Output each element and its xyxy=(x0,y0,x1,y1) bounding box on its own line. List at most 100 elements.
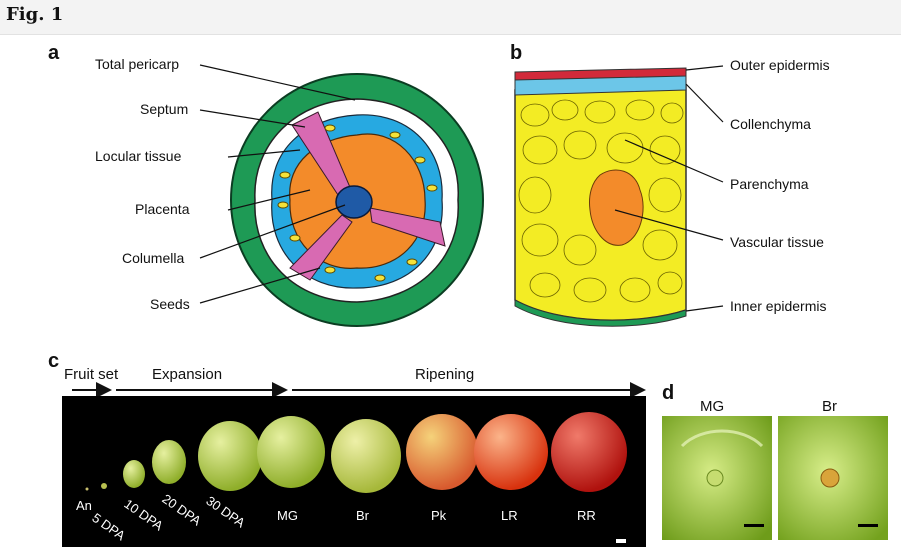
cell xyxy=(563,130,597,160)
leader-line xyxy=(685,83,724,123)
cell xyxy=(518,176,552,214)
stage-label-pk: Pk xyxy=(431,508,447,523)
panel-a-letter: a xyxy=(48,42,60,64)
leader-line xyxy=(199,109,306,128)
label-outer-epidermis: Outer epidermis xyxy=(730,57,830,73)
seed-mg xyxy=(706,469,724,487)
cell xyxy=(648,177,682,213)
fruit-rr xyxy=(551,412,627,492)
stage-label-br: Br xyxy=(356,508,369,523)
seeds-group xyxy=(277,124,438,282)
cell xyxy=(573,277,607,303)
label-seeds: Seeds xyxy=(150,296,190,312)
label-columella: Columella xyxy=(122,250,185,266)
seed xyxy=(389,131,401,139)
photo-d-br-svg xyxy=(778,416,888,540)
parenchyma-cells xyxy=(518,99,684,303)
stage-label-mg: MG xyxy=(277,508,298,523)
fruit-br xyxy=(331,419,401,493)
cell xyxy=(642,229,678,261)
fruit-mg xyxy=(257,416,325,488)
panel-c-letter: c xyxy=(48,350,60,372)
label-inner-epidermis: Inner epidermis xyxy=(730,298,827,314)
fruit-20dpa xyxy=(152,440,186,484)
label-septum: Septum xyxy=(140,101,189,117)
cell xyxy=(522,135,558,165)
cell xyxy=(520,103,550,127)
seed xyxy=(374,274,386,282)
cell xyxy=(551,99,579,121)
leader-line xyxy=(227,149,301,158)
leader-line xyxy=(685,65,724,71)
label-collenchyma: Collenchyma xyxy=(730,116,811,132)
cell xyxy=(619,277,651,303)
pericarp-section xyxy=(514,67,687,327)
label-vascular-tissue: Vascular tissue xyxy=(730,234,824,250)
cell xyxy=(563,234,597,266)
scale-bar-mg xyxy=(744,524,764,527)
panel-a-leader-lines xyxy=(199,64,356,304)
cell xyxy=(584,100,616,124)
fruit-cross-section xyxy=(230,73,484,327)
cell xyxy=(529,272,561,298)
fruit-30dpa xyxy=(198,421,262,491)
leader-line xyxy=(227,189,311,211)
columella xyxy=(335,185,373,219)
label-d-mg: MG xyxy=(700,398,725,415)
leader-line xyxy=(614,209,724,241)
photo-d-mg xyxy=(662,416,772,540)
seed xyxy=(289,234,301,242)
cell xyxy=(657,271,683,295)
label-placenta: Placenta xyxy=(135,201,190,217)
phase-expansion: Expansion xyxy=(152,366,223,383)
inner-epidermis-layer xyxy=(514,299,687,327)
cell xyxy=(625,99,655,121)
panel-b-leader-lines xyxy=(614,65,724,312)
scale-bar-br xyxy=(858,524,878,527)
label-d-br: Br xyxy=(822,398,837,415)
scale-bar xyxy=(616,539,626,543)
seed-br xyxy=(820,468,840,488)
septum-lower-left xyxy=(289,214,353,281)
stage-label-lr: LR xyxy=(501,508,518,523)
figure-title: Fig. 1 xyxy=(6,4,64,25)
vascular-bundle xyxy=(589,169,644,246)
fruit-5dpa xyxy=(101,483,107,489)
tomato-development-photo: An 5 DPA 10 DPA 20 DPA 30 DPA MG Br Pk L… xyxy=(62,396,646,547)
seed xyxy=(279,171,291,179)
seed xyxy=(324,266,336,274)
fruit-lr xyxy=(474,414,548,490)
label-locular-tissue: Locular tissue xyxy=(95,148,182,164)
panel-d-letter: d xyxy=(662,382,675,404)
photo-d-br xyxy=(778,416,888,540)
cell xyxy=(660,102,684,124)
seed xyxy=(277,201,289,209)
tomato-stages-svg xyxy=(85,412,627,543)
cell xyxy=(521,223,559,257)
leader-line xyxy=(624,139,724,183)
fruit-10dpa xyxy=(123,460,145,488)
figure-header-bar: Fig. 1 xyxy=(0,0,901,35)
cell xyxy=(649,135,681,165)
leader-line xyxy=(685,305,724,312)
phase-ripening: Ripening xyxy=(415,366,475,383)
septum-right xyxy=(369,207,446,247)
stage-label-an: An xyxy=(76,498,92,513)
seed xyxy=(324,124,336,132)
fruit-an xyxy=(85,487,89,491)
seed xyxy=(406,258,418,266)
outer-epidermis-layer xyxy=(514,67,687,81)
label-total-pericarp: Total pericarp xyxy=(95,56,180,72)
seed xyxy=(414,156,426,164)
label-parenchyma: Parenchyma xyxy=(730,176,809,192)
seed xyxy=(426,184,438,192)
photo-d-mg-svg xyxy=(662,416,772,540)
fruit-pk xyxy=(406,414,478,490)
stage-label-rr: RR xyxy=(577,508,596,523)
leader-line xyxy=(199,204,346,259)
phase-fruit-set: Fruit set xyxy=(64,366,119,383)
leader-line xyxy=(199,267,321,304)
